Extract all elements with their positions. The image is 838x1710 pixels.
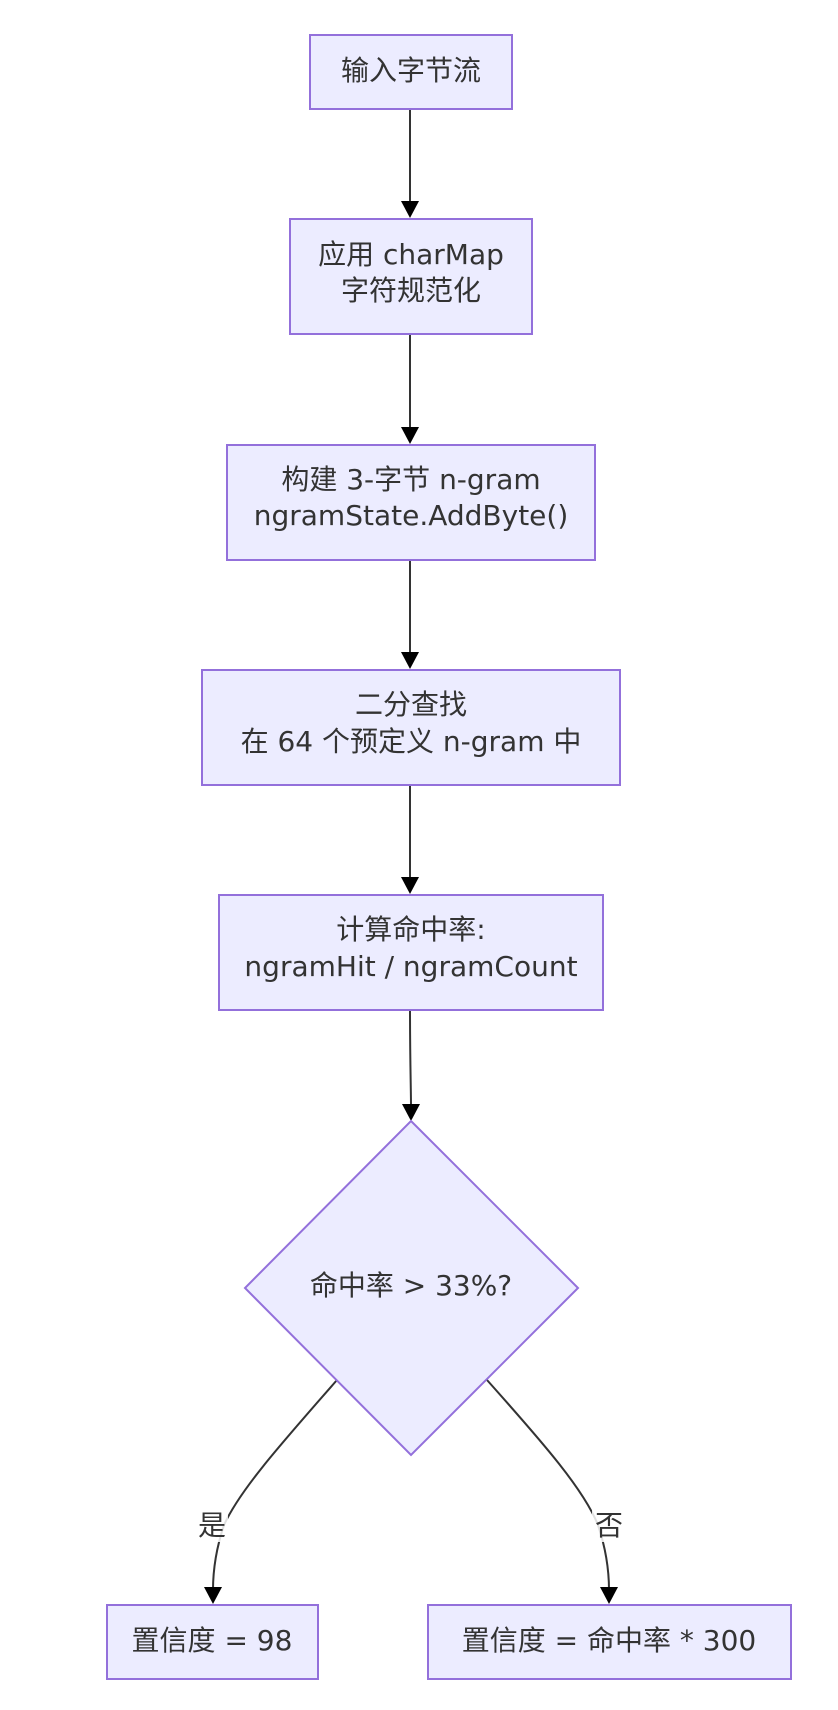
node-search-line2: 在 64 个预定义 n-gram 中 <box>241 725 582 758</box>
node-no-result-label: 置信度 = 命中率 * 300 <box>462 1624 757 1657</box>
node-ngram-line2: ngramState.AddByte() <box>254 499 569 532</box>
node-yes-result-label: 置信度 = 98 <box>132 1624 293 1657</box>
edge-label-yes: 是 <box>194 1508 228 1542</box>
node-search-line1: 二分查找 <box>355 688 467 721</box>
node-decision-label: 命中率 > 33%? <box>310 1269 512 1302</box>
node-ngram-line1: 构建 3-字节 n-gram <box>281 463 540 496</box>
node-search: 二分查找 在 64 个预定义 n-gram 中 <box>201 669 621 786</box>
arrowhead-ngram <box>401 427 419 444</box>
node-hitrate-line1: 计算命中率: <box>336 913 485 946</box>
arrowhead-search <box>401 652 419 669</box>
arrowhead-yes-result <box>204 1587 222 1604</box>
node-yes-result: 置信度 = 98 <box>106 1604 319 1680</box>
node-normalize-line2: 字符规范化 <box>341 274 481 307</box>
node-decision: 命中率 > 33%? <box>243 1119 580 1457</box>
arrowhead-normalize <box>401 201 419 218</box>
node-normalize: 应用 charMap 字符规范化 <box>289 218 533 335</box>
arrowhead-decision <box>402 1104 420 1121</box>
arrowhead-hitrate <box>401 877 419 894</box>
node-hitrate: 计算命中率: ngramHit / ngramCount <box>218 894 604 1011</box>
node-no-result: 置信度 = 命中率 * 300 <box>427 1604 792 1680</box>
edge-label-no-text: 否 <box>595 1509 623 1542</box>
node-input: 输入字节流 <box>309 34 513 110</box>
node-normalize-line1: 应用 charMap <box>318 238 504 271</box>
edge-decision-no <box>486 1379 610 1591</box>
edge-hitrate-to-decision <box>409 1009 412 1107</box>
arrowhead-no-result <box>600 1587 618 1604</box>
node-ngram: 构建 3-字节 n-gram ngramState.AddByte() <box>226 444 596 561</box>
node-hitrate-line2: ngramHit / ngramCount <box>244 950 577 983</box>
edge-label-yes-text: 是 <box>198 1509 226 1542</box>
edge-label-no: 否 <box>592 1508 626 1542</box>
edge-decision-yes <box>212 1379 338 1591</box>
node-input-label: 输入字节流 <box>341 54 481 87</box>
